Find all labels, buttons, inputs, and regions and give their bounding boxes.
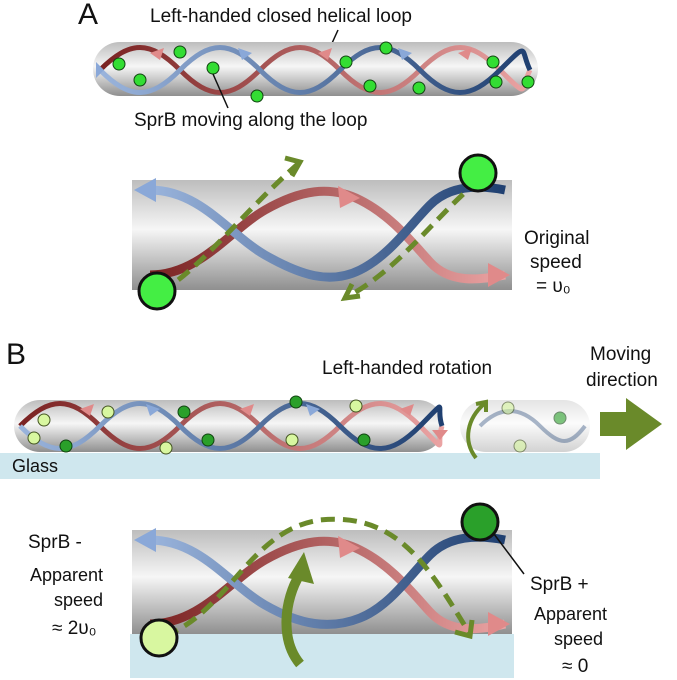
helix-arrowhead	[238, 48, 252, 60]
panel-a-letter: A	[78, 0, 98, 31]
sprb-dot	[412, 81, 426, 95]
dashed-arrowhead	[454, 619, 475, 640]
sprb-dot	[379, 41, 393, 55]
helix-strand-blue	[149, 182, 506, 282]
sprb-dot-large	[458, 153, 498, 193]
helical-loop-small	[93, 41, 538, 103]
sprb-dot	[133, 73, 147, 87]
tube-body	[14, 400, 444, 452]
dashed-arrowhead	[340, 282, 361, 302]
speed-label-line2: speed	[530, 252, 582, 273]
helix-arrowhead	[400, 404, 414, 416]
rotation-arrowhead-large	[288, 552, 314, 584]
glass-label: Glass	[12, 456, 58, 476]
sprb-dot	[486, 55, 500, 69]
panel-b-letter: B	[6, 338, 26, 371]
moving-label-line2: direction	[586, 370, 658, 391]
panel-a-bottom-label: SprB moving along the loop	[134, 110, 367, 131]
helix-arrowhead	[134, 528, 156, 552]
dashed-arrowhead	[284, 155, 304, 178]
rotation-arrow-small	[466, 402, 486, 460]
moving-direction-arrow	[600, 398, 662, 450]
sprb-dot-light	[501, 401, 515, 415]
sprb-dot-light	[159, 441, 173, 455]
helical-loop-on-glass	[14, 395, 590, 455]
helix-arrowhead	[306, 404, 320, 416]
helix-arrowhead	[488, 612, 510, 636]
sprb-dot-light	[285, 433, 299, 447]
sprb-path-dashed	[343, 178, 482, 301]
sprb-plus-title: SprB +	[530, 574, 589, 595]
sprb-dot-light	[37, 413, 51, 427]
sprb-path-dashed	[158, 160, 302, 295]
helix-arrowhead	[134, 178, 156, 202]
sprb-plus-line2: speed	[554, 629, 603, 649]
sprb-dot-dark	[59, 439, 73, 453]
sprb-minus-title: SprB -	[28, 532, 82, 553]
helix-arrowhead	[338, 536, 360, 558]
sprb-plus-dot	[460, 502, 500, 542]
sprb-minus-line1: Apparent	[30, 565, 103, 585]
helix-arrowhead	[398, 48, 412, 60]
helix-arrowhead	[146, 404, 160, 416]
bottom-label-leader	[212, 73, 229, 109]
helical-loop-zoom-a	[132, 153, 512, 311]
sprb-minus-line3: ≈ 2υ₀	[52, 618, 97, 639]
helical-loop-zoom-b	[130, 502, 514, 678]
helix-arrowhead	[80, 404, 94, 416]
sprb-plus-line1: Apparent	[534, 604, 607, 624]
sprb-minus-dot	[139, 618, 179, 658]
sprb-dot-light	[27, 431, 41, 445]
sprb-path-dashed	[164, 516, 473, 639]
helix-arrowhead	[488, 263, 510, 287]
helix-arrowhead	[458, 48, 472, 60]
tube-body	[93, 42, 538, 96]
glass-surface	[0, 453, 600, 479]
sprb-dot	[521, 75, 535, 89]
helix-arrowhead	[338, 186, 360, 208]
sprb-dot-dark	[177, 405, 191, 419]
speed-label-line3: = υ₀	[536, 276, 571, 297]
rotation-label: Left-handed rotation	[322, 358, 492, 379]
sprb-minus-line2: speed	[54, 590, 103, 610]
rotation-arrowhead	[475, 399, 488, 412]
sprb-dot	[112, 57, 126, 71]
sprb-dot-dark	[553, 411, 567, 425]
helix-arrowhead	[318, 48, 332, 60]
sprb-dot	[339, 55, 353, 69]
sprb-dot-dark	[357, 433, 371, 447]
sprb-dot	[489, 75, 503, 89]
rotation-arrow-large	[281, 571, 305, 668]
helix-strand-blue	[98, 45, 533, 95]
sprb-plus-leader	[493, 533, 525, 575]
sprb-dot	[250, 89, 264, 103]
sprb-dot-light	[349, 399, 363, 413]
sprb-dot-light	[101, 405, 115, 419]
helix-arrowhead	[96, 62, 104, 78]
helix-strand-blue	[149, 532, 506, 629]
sprb-plus-line3: ≈ 0	[562, 656, 588, 677]
speed-label-line1: Original	[524, 228, 589, 249]
helix-arrowhead	[240, 404, 254, 416]
helix-arrowhead	[432, 430, 448, 440]
helix-arrowhead	[150, 48, 164, 60]
sprb-dot-dark	[289, 395, 303, 409]
helix-strand-blue	[18, 401, 445, 451]
panel-a-top-label: Left-handed closed helical loop	[150, 6, 412, 27]
sprb-dot-dark	[201, 433, 215, 447]
sprb-dot-large	[137, 271, 177, 311]
moving-label-line1: Moving	[590, 344, 651, 365]
glass-surface-zoom	[130, 634, 514, 678]
sprb-dot-light	[513, 439, 527, 453]
helix-strand-faded	[478, 409, 587, 443]
sprb-dot	[206, 61, 220, 75]
sprb-dot	[173, 45, 187, 59]
sprb-dot	[363, 79, 377, 93]
